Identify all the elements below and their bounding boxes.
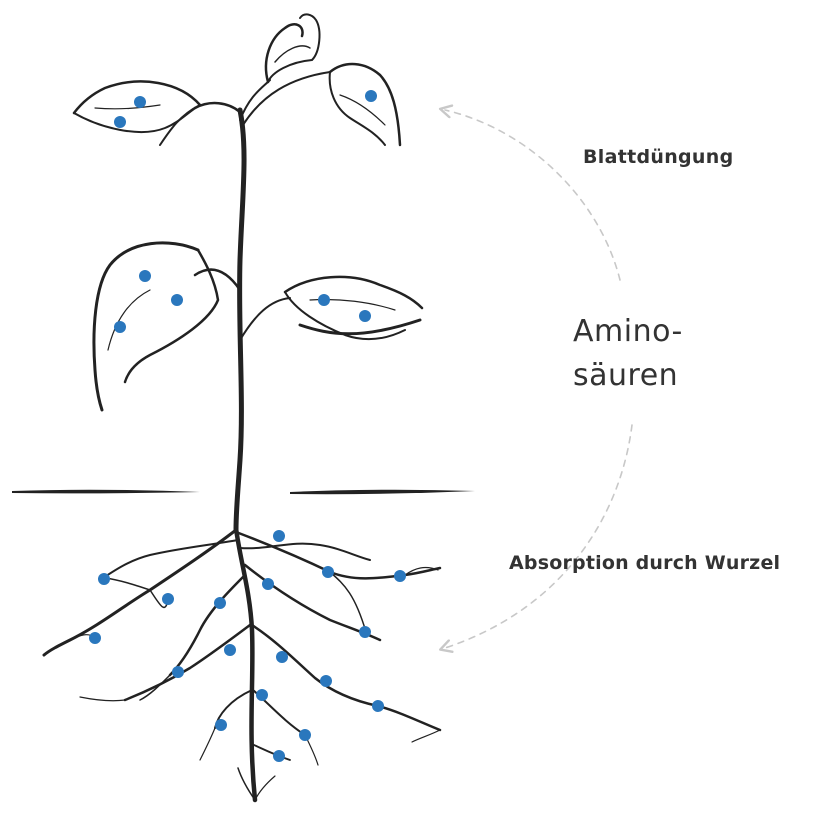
amino-acid-dot — [365, 90, 377, 102]
leaf-upper-right — [330, 64, 400, 145]
amino-acid-dot — [162, 593, 174, 605]
ground-line — [12, 490, 475, 494]
amino-acids-label-line1: Amino- — [573, 310, 683, 354]
amino-acid-dot — [256, 689, 268, 701]
amino-acid-dot — [273, 530, 285, 542]
leaf-top — [266, 14, 319, 82]
amino-acid-dot — [276, 651, 288, 663]
amino-acid-dots — [89, 90, 406, 762]
amino-acid-dot — [372, 700, 384, 712]
amino-acid-dot — [172, 666, 184, 678]
amino-acids-label: Amino- säuren — [573, 310, 683, 398]
foliar-fertilization-label: Blattdüngung — [583, 146, 734, 168]
amino-acid-dot — [89, 632, 101, 644]
arrow-to-roots-icon — [445, 425, 632, 648]
leaf-middle-right — [240, 277, 422, 340]
amino-acid-dot — [98, 573, 110, 585]
leaf-upper-left — [74, 82, 240, 145]
plant-leaves — [74, 14, 422, 410]
amino-acid-dot — [114, 321, 126, 333]
amino-acid-dot — [299, 729, 311, 741]
amino-acid-dot — [394, 570, 406, 582]
amino-acids-label-line2: säuren — [573, 354, 683, 398]
amino-acid-dot — [318, 294, 330, 306]
amino-acid-dot — [224, 644, 236, 656]
amino-acid-dot — [139, 270, 151, 282]
plant-stem — [236, 72, 330, 530]
plant-roots — [44, 528, 440, 800]
amino-acid-dot — [171, 294, 183, 306]
amino-acid-dot — [262, 578, 274, 590]
amino-acid-dot — [359, 310, 371, 322]
amino-acid-dot — [134, 96, 146, 108]
amino-acid-dot — [215, 719, 227, 731]
amino-acid-dot — [214, 597, 226, 609]
amino-acid-dot — [273, 750, 285, 762]
amino-acid-dot — [320, 675, 332, 687]
arrow-to-leaves-icon — [445, 110, 620, 280]
root-absorption-label: Absorption durch Wurzel — [509, 552, 780, 574]
amino-acid-dot — [114, 116, 126, 128]
amino-acid-dot — [322, 566, 334, 578]
amino-acid-dot — [359, 626, 371, 638]
